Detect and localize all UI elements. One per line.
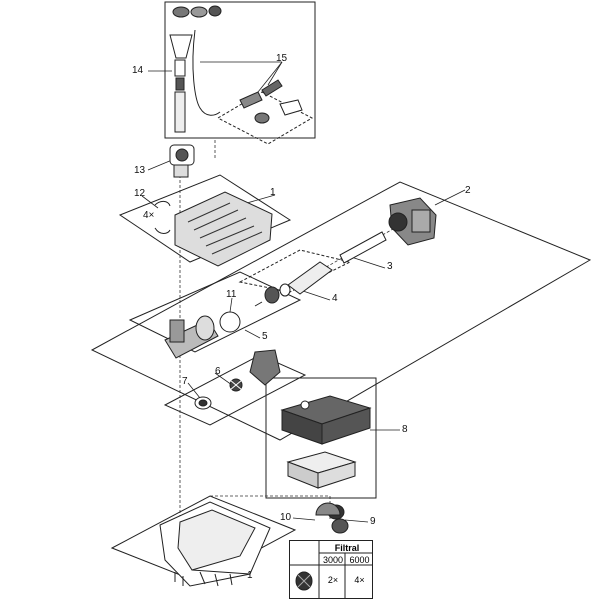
leader-6 — [214, 372, 233, 386]
leader-13 — [147, 159, 173, 171]
filter-ball-icon — [295, 571, 313, 591]
impeller — [229, 349, 281, 392]
pump-assembly-frame — [90, 181, 592, 441]
callout-3: 3 — [387, 261, 393, 272]
callout-6: 6 — [215, 366, 221, 377]
callout-8: 8 — [402, 424, 408, 435]
leader-5 — [244, 329, 261, 339]
callout-13: 13 — [134, 165, 146, 176]
filter-base — [159, 501, 271, 587]
callout-15: 15 — [276, 53, 288, 64]
leader-10 — [292, 517, 316, 521]
callout-2: 2 — [465, 185, 471, 196]
hose-connectors — [192, 29, 303, 124]
callout-5: 5 — [262, 331, 268, 342]
seal-ring — [194, 396, 212, 410]
callout-14: 14 — [132, 65, 144, 76]
callout-10: 10 — [280, 512, 292, 523]
leader-7 — [187, 382, 201, 399]
table-col-3000: 3000 — [322, 555, 344, 565]
rotor-seals — [254, 261, 333, 307]
callout-12: 12 — [134, 188, 146, 199]
fountain-nozzles — [169, 5, 222, 133]
leader-2 — [434, 189, 466, 206]
clip-quantity: 4× — [143, 210, 155, 221]
leader-4 — [299, 289, 331, 301]
leader-15-b — [267, 61, 283, 86]
base-frame — [110, 495, 297, 583]
callout-7: 7 — [182, 376, 188, 387]
top-assembly-frame — [164, 1, 316, 139]
housing-lid — [174, 191, 273, 267]
pump-motor — [388, 197, 437, 246]
table-col-6000: 6000 — [349, 555, 370, 565]
callout-4: 4 — [332, 293, 338, 304]
shaft-frame — [238, 249, 352, 293]
table-grid — [289, 540, 373, 599]
hose-connector-frame — [216, 91, 314, 145]
table-value-6000: 4× — [354, 575, 365, 585]
table-value-3000: 2× — [327, 575, 339, 585]
leader-9 — [344, 519, 369, 523]
t-connector — [169, 144, 195, 178]
shaft — [339, 231, 387, 264]
clip-part — [154, 200, 171, 234]
filter-sponges — [280, 395, 372, 489]
table-header: Filtral — [334, 543, 360, 553]
callout-9: 9 — [370, 516, 376, 527]
leader-11 — [229, 297, 233, 313]
filter-balls — [315, 502, 349, 534]
callout-1-bottom: 1 — [247, 570, 253, 581]
housing-lid-frame — [118, 174, 292, 263]
sponge-frame — [265, 377, 377, 499]
outlet-frame — [128, 271, 302, 353]
leader-12 — [141, 195, 159, 209]
callout-1-top: 1 — [270, 187, 276, 198]
filtral-quantity-table: Filtral 3000 6000 2× 4× — [289, 540, 373, 599]
impeller-frame — [163, 354, 307, 426]
callout-11: 11 — [226, 289, 237, 300]
outlet-housing — [164, 311, 241, 359]
